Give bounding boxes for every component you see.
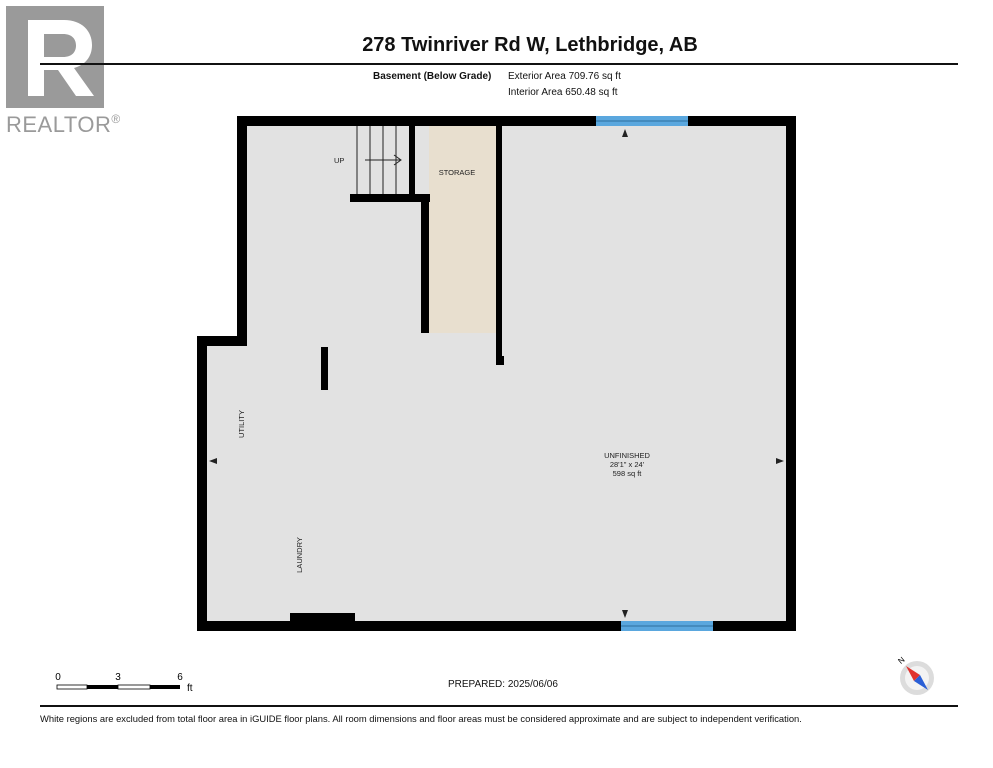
stair-wall-bottom (350, 194, 430, 202)
scale-segment-1 (56, 684, 88, 690)
unfinished-dimensions: 28'1" x 24' (610, 460, 645, 469)
dimension-arrow-down-icon (622, 610, 628, 618)
disclaimer-text: White regions are excluded from total fl… (40, 713, 802, 724)
exterior-area: Exterior Area 709.76 sq ft (508, 71, 621, 82)
interior-post (321, 347, 328, 390)
laundry-label: LAUNDRY (295, 537, 304, 573)
floor-area (197, 120, 796, 631)
interior-area: Interior Area 650.48 sq ft (508, 87, 618, 98)
scale-bar: 0 3 6 ft (55, 672, 193, 694)
utility-label: UTILITY (237, 410, 246, 438)
scale-label-0: 0 (55, 672, 61, 683)
stairs-up-label: UP (334, 156, 344, 165)
storage-label: STORAGE (439, 168, 476, 177)
exterior-walls (197, 116, 796, 631)
stair-arrow-icon (393, 154, 402, 166)
level-name: Basement (Below Grade) (373, 71, 492, 82)
realtor-r-icon (28, 20, 94, 96)
prepared-date: PREPARED: 2025/06/06 (448, 679, 558, 690)
wall-stub (496, 356, 504, 365)
storage-wall-right (496, 126, 502, 356)
realtor-logo-text: REALTOR® (6, 112, 121, 137)
header-divider (40, 63, 958, 65)
realtor-logo: REALTOR® (6, 6, 120, 137)
scale-unit: ft (187, 683, 193, 694)
stair-wall-right (409, 126, 415, 198)
scale-label-3: 3 (115, 672, 121, 683)
dimension-arrow-left-icon (209, 458, 217, 464)
unfinished-area: 598 sq ft (613, 469, 643, 478)
storage-wall-left (421, 194, 429, 333)
footer-divider (40, 705, 958, 707)
page-title: 278 Twinriver Rd W, Lethbridge, AB (362, 34, 698, 56)
dimension-arrow-up-icon (622, 129, 628, 137)
unfinished-label: UNFINISHED (604, 451, 650, 460)
compass-north-label: N (896, 656, 906, 666)
compass-icon: N (896, 656, 934, 695)
bottom-wall-block (290, 613, 355, 621)
storage-room (429, 126, 496, 333)
dimension-arrow-right-icon (776, 458, 784, 464)
scale-segment-4 (150, 685, 180, 689)
scale-label-6: 6 (177, 672, 183, 683)
compass-needle-north (906, 666, 920, 681)
compass-needle-south (914, 675, 928, 690)
scale-segment-2 (87, 685, 118, 689)
scale-segment-3 (117, 684, 151, 690)
